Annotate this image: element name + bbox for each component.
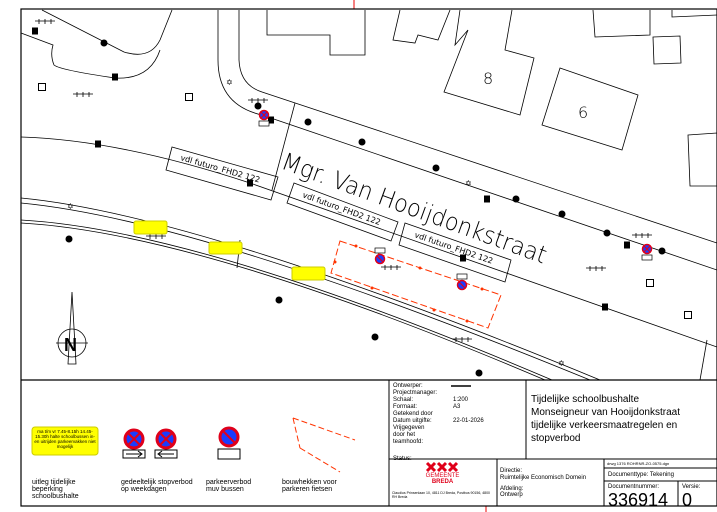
open-square-marker: [185, 93, 193, 101]
legend-graphics: [31, 417, 356, 473]
fence-marker: [35, 19, 55, 24]
afdeling-value: Ontwerp: [500, 492, 523, 498]
post-marker: [602, 303, 608, 311]
star-icon: ✡: [226, 78, 233, 87]
field-projectmanager: Projectmanager:: [393, 390, 438, 396]
fence-marker: [248, 98, 268, 103]
documentnummer: 336914: [608, 490, 669, 510]
yellow-notice-sign: [291, 266, 326, 281]
breda-logo: [425, 461, 459, 473]
tree-marker: [512, 195, 520, 203]
documenttype: Documenttype: Tekening: [608, 472, 674, 478]
house-number-8: 8: [483, 69, 493, 88]
legend-label-bouwhekken: bouwhekken voor parkeren fietsen: [282, 479, 337, 493]
lamp-post-markers: ✡ ✡ ✡ ✡: [32, 27, 692, 368]
drawing-title: Tijdelijke schoolbushalte Monseigneur va…: [531, 394, 680, 444]
title-block-lines: [388, 380, 717, 506]
yellow-notice-signs: [133, 220, 326, 281]
post-marker: [95, 140, 101, 148]
field-vrijgegeven: Vrijgegeven door het teamhoofd:: [393, 425, 425, 445]
tree-marker: [658, 247, 666, 255]
tree-marker: [304, 118, 312, 126]
tree-marker: [371, 333, 379, 341]
tree-marker: [65, 235, 73, 243]
project-fields: Ontwerper: Projectmanager: Schaal:1:200 …: [393, 383, 523, 463]
drawing-reference: drwg 1376 ROHRNR-ZO-0575.dgn: [607, 461, 670, 466]
legend-label-schoolbus: uitleg tijdelijke beperking schoolbushal…: [32, 479, 79, 500]
tree-marker: [558, 210, 566, 218]
tree-markers: [65, 39, 666, 377]
yellow-notice-sign: [208, 241, 243, 255]
versie-label: Versie:: [682, 484, 701, 490]
directie-label: Directie:: [500, 468, 523, 474]
tree-marker: [603, 229, 611, 237]
field-status: Status:: [393, 456, 412, 462]
tree-marker: [275, 296, 283, 304]
fence-posts: [333, 244, 484, 323]
fence-marker: [381, 265, 401, 270]
afdeling-label: Afdeling:: [500, 486, 524, 492]
open-square-marker: [684, 311, 692, 319]
post-marker: [624, 241, 630, 249]
legend-no-stopping-left: [154, 428, 178, 459]
post-marker: [112, 73, 118, 81]
field-formaat: Formaat:A3: [393, 404, 461, 410]
fence-marker: [632, 233, 652, 238]
legend-no-stopping-right: [122, 428, 146, 459]
legend-construction-fence: [292, 417, 356, 473]
star-icon: ✡: [558, 359, 565, 368]
directie-value: Ruimtelijke Economisch Domein: [500, 475, 587, 481]
fence-marker: [452, 337, 472, 342]
street-name-label: Mgr. Van Hooijdonkstraat: [278, 147, 551, 269]
address-text: Claudius Prinsenlaan 10, 4811 DJ Breda, …: [392, 491, 491, 499]
drawing-frame: [20, 8, 717, 507]
no-stopping-signs: [258, 109, 653, 261]
open-square-marker: [646, 279, 654, 287]
tree-marker: [358, 138, 366, 146]
post-marker: [460, 254, 466, 262]
house-number-6: 6: [578, 103, 588, 122]
versie: 0: [682, 490, 693, 510]
north-label: N: [64, 335, 77, 355]
post-marker: [484, 195, 490, 203]
legend-yellow-sign: [31, 426, 99, 456]
map-linework: [20, 9, 717, 381]
legend-yellow-sign-text: ma t/m vr 7.45-8.15h 14.45-15.30h halte …: [34, 429, 96, 449]
legend-label-parkeerverbod: parkeerverbod muv bussen: [206, 479, 252, 493]
tree-marker: [475, 369, 483, 377]
star-icon: ✡: [465, 179, 472, 188]
no-parking-signs: [374, 247, 468, 291]
fence-marker: [586, 266, 606, 271]
tree-marker: [432, 164, 440, 172]
legend-no-parking: [217, 426, 241, 460]
fence-markers: [35, 19, 652, 342]
field-schaal: Schaal:1:200: [393, 397, 469, 403]
fence-marker: [73, 92, 93, 97]
fence-marker: [146, 234, 166, 239]
map-labels: Mgr. Van Hooijdonkstraat 8 6 vdl futuro_…: [179, 69, 588, 269]
open-square-marker: [38, 83, 46, 91]
star-icon: ✡: [67, 202, 74, 211]
tree-marker: [254, 102, 262, 110]
field-ontwerper: Ontwerper:: [393, 383, 423, 389]
post-marker: [247, 179, 253, 187]
field-datum-uitgifte: Datum uitgifte:22-01-2026: [393, 418, 484, 424]
documentnummer-label: Documentnummer:: [608, 484, 660, 490]
tree-marker: [100, 39, 108, 47]
legend-label-stopverbod: gedeeltelijk stopverbod op weekdagen: [121, 479, 193, 493]
post-marker: [32, 27, 38, 35]
north-arrow-icon: N: [56, 291, 88, 365]
post-marker: [268, 116, 274, 124]
field-getekend-door: Getekend door: [393, 411, 433, 417]
yellow-notice-sign: [133, 220, 168, 235]
